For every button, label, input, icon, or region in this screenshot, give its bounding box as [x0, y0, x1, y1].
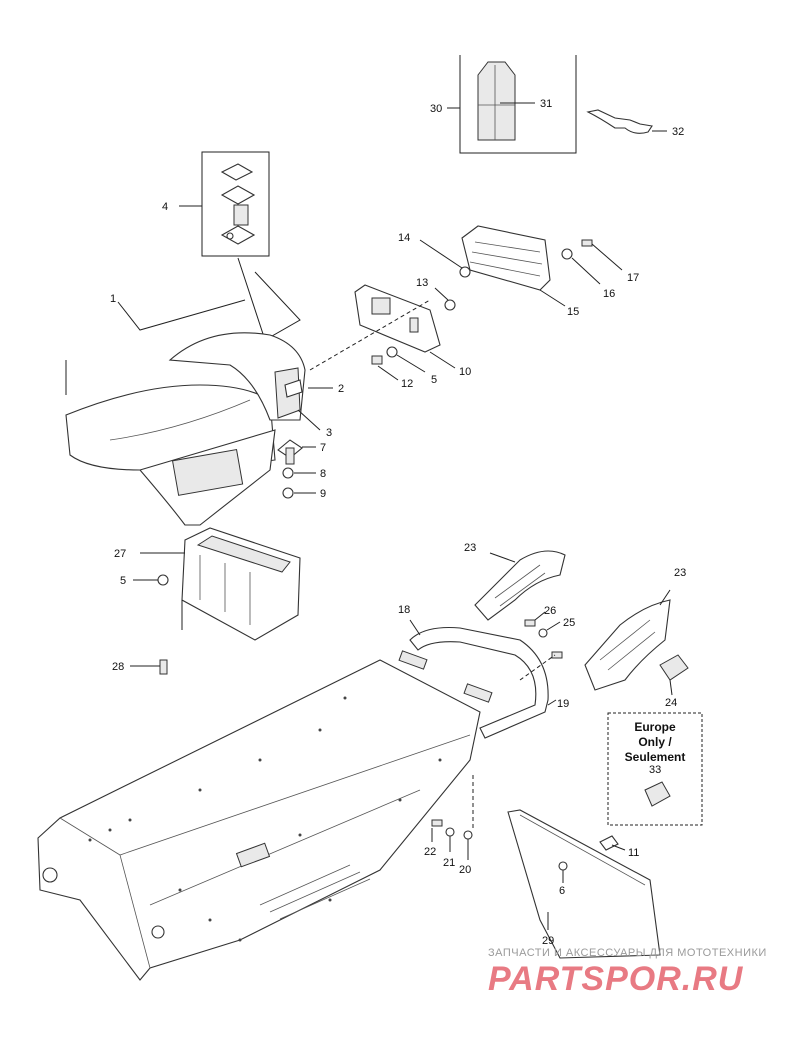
- part-18-handle: [409, 619, 557, 739]
- callout-33: 33: [649, 764, 661, 776]
- callout-13: 13: [416, 277, 428, 289]
- callout-32: 32: [672, 126, 684, 138]
- callout-17: 17: [627, 272, 639, 284]
- callout-6: 6: [559, 885, 565, 897]
- part-29-flap: [507, 809, 661, 959]
- callout-26: 26: [544, 605, 556, 617]
- part-2-bracket: [274, 367, 333, 431]
- callout-23b: 23: [674, 567, 686, 579]
- callout-4: 4: [162, 201, 168, 213]
- part-15-lens: [461, 225, 566, 307]
- callout-7: 7: [320, 442, 326, 454]
- callout-18: 18: [398, 604, 410, 616]
- callout-27: 27: [114, 548, 126, 560]
- callout-5b: 5: [120, 575, 126, 587]
- callout-24: 24: [665, 697, 677, 709]
- callout-10: 10: [459, 366, 471, 378]
- part-30-box: [447, 55, 577, 154]
- callout-labels: 1 2 3 4 5 5 6 7 8 9 10 11 12 13 14 15 16…: [110, 98, 686, 947]
- callout-28: 28: [112, 661, 124, 673]
- callout-1: 1: [110, 293, 116, 305]
- callout-21: 21: [443, 857, 455, 869]
- callout-14: 14: [398, 232, 410, 244]
- callout-5a: 5: [431, 374, 437, 386]
- hardware-small: [309, 239, 623, 381]
- watermark-logo: PARTSPOR.RU: [488, 960, 744, 998]
- callout-31: 31: [540, 98, 552, 110]
- watermark: ЗАПЧАСТИ И АКСЕССУАРЫ ДЛЯ МОТОТЕХНИКИ PA…: [488, 947, 767, 998]
- part-1-seat: [65, 299, 306, 526]
- callout-16: 16: [603, 288, 615, 300]
- callout-19: 19: [557, 698, 569, 710]
- callout-9: 9: [320, 488, 326, 500]
- watermark-tagline: ЗАПЧАСТИ И АКСЕССУАРЫ ДЛЯ МОТОТЕХНИКИ: [488, 947, 767, 959]
- callout-11: 11: [628, 847, 639, 859]
- part-23-covers: [474, 550, 671, 691]
- part-4-box: [179, 151, 270, 257]
- callout-20: 20: [459, 864, 471, 876]
- callout-29: 29: [542, 935, 554, 947]
- region-note-line3: Seulement: [625, 750, 686, 764]
- part-27-box: [140, 527, 301, 641]
- part-32: [586, 109, 667, 134]
- callout-22: 22: [424, 846, 436, 858]
- part-7-8-9: [277, 439, 316, 499]
- part-5-28-hardware: [130, 574, 169, 675]
- tunnel-frame: [37, 650, 493, 981]
- rivets: [88, 696, 442, 942]
- part-33-box: [607, 712, 703, 826]
- callout-3: 3: [326, 427, 332, 439]
- callout-2: 2: [338, 383, 344, 395]
- part-10-housing: [354, 284, 456, 369]
- parts-20-21-22: [431, 775, 474, 860]
- callout-23a: 23: [464, 542, 476, 554]
- callout-8: 8: [320, 468, 326, 480]
- callout-15: 15: [567, 306, 579, 318]
- callout-12: 12: [401, 378, 413, 390]
- region-note: Europe Only / Seulement: [625, 720, 686, 764]
- region-note-line2: Only /: [638, 735, 672, 749]
- callout-30: 30: [430, 103, 442, 115]
- region-note-line1: Europe: [634, 720, 676, 734]
- callout-25: 25: [563, 617, 575, 629]
- parts-24-25-26: [519, 611, 689, 696]
